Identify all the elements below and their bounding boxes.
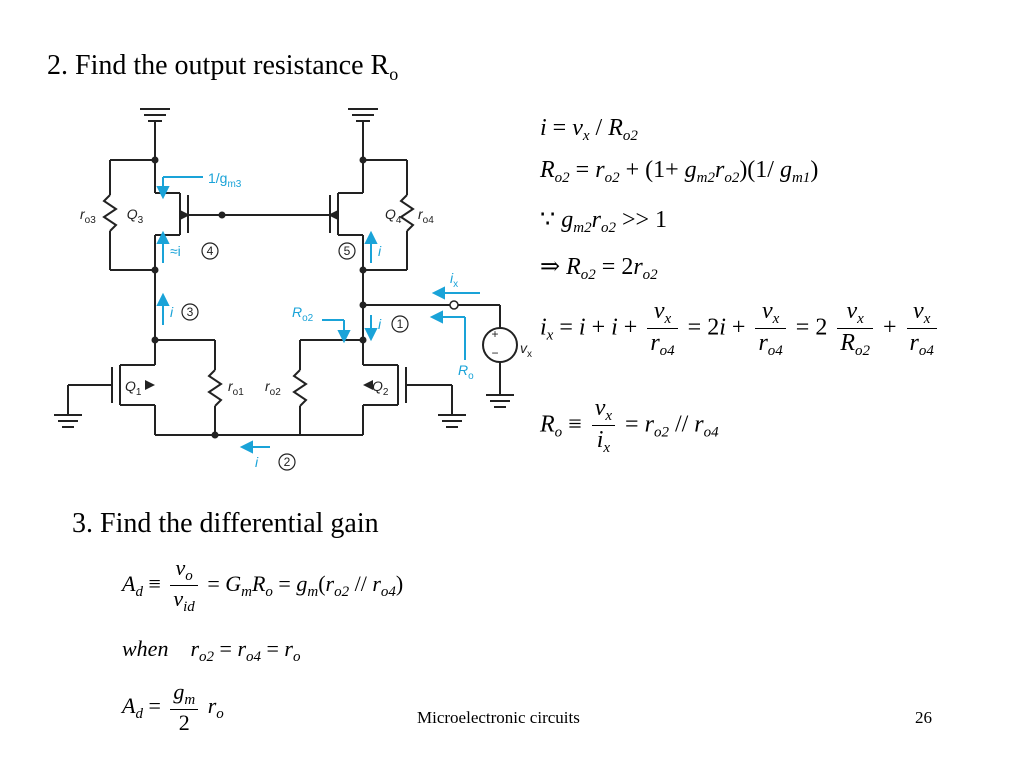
node-2-number: 2 (284, 455, 291, 469)
ro2-label: ro2 (265, 378, 281, 398)
node-5-number: 5 (344, 244, 351, 258)
source-minus: − (491, 346, 498, 360)
node-3-number: 3 (187, 305, 194, 319)
heading-find-differential-gain: 3. Find the differential gain (72, 508, 379, 539)
source-plus: + (491, 327, 498, 341)
footer-page-number: 26 (915, 708, 932, 727)
i5-label: i (378, 243, 382, 259)
eq-because: ∵ gm2ro2 >> 1 (540, 207, 668, 236)
q3-label: Q3 (127, 206, 144, 226)
ro1-label: ro1 (228, 378, 244, 398)
heading-subscript: o (389, 64, 399, 84)
q4-label: Q4 (385, 206, 402, 226)
heading-find-output-resistance: 2. Find the output resistance Ro (47, 50, 398, 85)
node-1-number: 1 (397, 317, 404, 331)
circuit-diagram: Q3 Q4 Q1 Q2 ro3 ro4 ro1 ro2 vx + − 1/gm3… (54, 108, 532, 471)
gm3-label: 1/gm3 (208, 170, 242, 190)
ro-res-label: Ro (458, 362, 474, 382)
i1-label: i (378, 316, 382, 332)
ro3-label: ro3 (80, 206, 96, 226)
ro4-label: ro4 (418, 206, 434, 226)
q2-label: Q2 (372, 378, 389, 398)
eq-when: when ro2 = ro4 = ro (122, 636, 301, 665)
q1-label: Q1 (125, 378, 142, 398)
ix-label: ix (450, 270, 458, 290)
node-4-number: 4 (207, 244, 214, 258)
i3-label: i (170, 304, 174, 320)
eq-implies: ⇒ Ro2 = 2ro2 (540, 254, 658, 283)
i2-label: i (255, 454, 259, 470)
approx-i-label: ≈i (170, 243, 181, 259)
eq-i: i = vx / Ro2 (540, 115, 638, 144)
eq-ro2: Ro2 = ro2 + (1+ gm2ro2)(1/ gm1) (540, 157, 819, 186)
ro2-res-label: Ro2 (292, 304, 314, 324)
footer-course: Microelectronic circuits (417, 708, 580, 727)
vx-label: vx (520, 340, 532, 360)
heading-text: 2. Find the output resistance R (47, 50, 390, 81)
